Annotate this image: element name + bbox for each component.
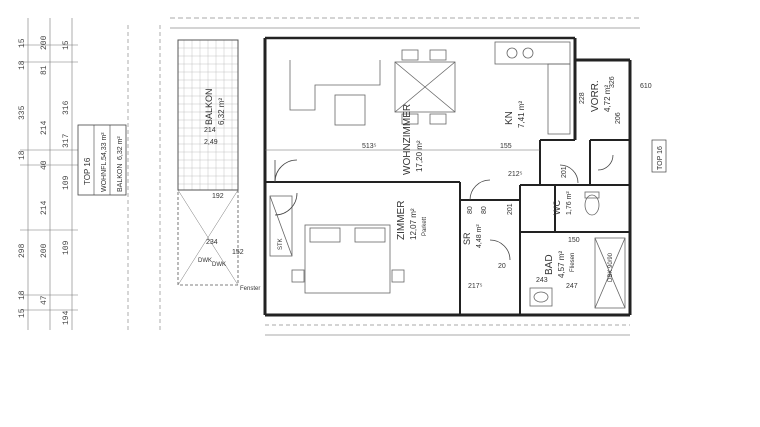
room-sr-area: 4,48 m² xyxy=(476,224,483,248)
scale-label: 109 xyxy=(62,175,71,190)
scale-label: 316 xyxy=(62,100,71,115)
dim-212: 212⁵ xyxy=(508,171,523,178)
scale-label: 214 xyxy=(40,200,49,215)
doors xyxy=(274,154,614,261)
top-border xyxy=(170,17,640,40)
balcony-name: BALKON xyxy=(204,88,214,125)
room-kueche-name: KN xyxy=(504,111,515,125)
scale-label: 18 xyxy=(18,290,27,300)
room-sr-name: SR xyxy=(462,232,472,245)
room-bad-floor: Fliesen xyxy=(570,253,576,272)
room-labels: WOHNZIMMER 17,20 m² ZIMMER 12,07 m² Park… xyxy=(396,80,612,278)
room-bad-name: BAD xyxy=(544,254,555,275)
balcony: BALKON 6,32 m² 214 2,49 192 234 152 DWK … xyxy=(177,39,244,286)
scale-label: 18 xyxy=(18,60,27,70)
summary-balkon-label: BALKON xyxy=(117,164,124,192)
scale-label: 200 xyxy=(40,243,49,258)
dim-228: 228 xyxy=(579,92,586,104)
dim-247: 247 xyxy=(566,283,578,290)
scale-label: 15 xyxy=(62,40,71,50)
summary-balkon: 6,32 m² xyxy=(117,136,124,160)
scale-label: 335 xyxy=(18,105,27,120)
room-zimmer-floor: Parkett xyxy=(422,217,428,236)
interior-walls xyxy=(265,139,630,315)
dim-249: 2,49 xyxy=(204,139,218,146)
room-wc-name: WC xyxy=(552,200,562,215)
note-stk: STK xyxy=(278,238,284,250)
room-wohnzimmer-area: 17,20 m² xyxy=(415,140,424,172)
scale-label: 18 xyxy=(18,150,27,160)
room-vorraum-area: 4,72 m² xyxy=(603,85,612,112)
room-bad-area: 4,57 m² xyxy=(557,251,566,278)
scale-label: 15 xyxy=(18,38,27,48)
dim-152: 152 xyxy=(232,249,244,256)
dim-192: 192 xyxy=(212,193,224,200)
scale-label: 109 xyxy=(62,240,71,255)
room-zimmer-area: 12,07 m² xyxy=(409,208,418,240)
scale-label: 317 xyxy=(62,133,71,148)
note-dusche: DBK 90/90 xyxy=(608,252,614,282)
left-dimension-strip xyxy=(20,18,161,330)
dim-201a: 201 xyxy=(507,203,514,215)
dim-217: 217⁵ xyxy=(468,283,483,290)
dim-80b: 80 xyxy=(481,206,488,214)
notes: DBK 90/90 Fenster STK TOP 16 xyxy=(240,139,667,292)
top-right-tag: TOP 16 xyxy=(657,146,664,170)
dim-243: 243 xyxy=(536,277,548,284)
room-vorraum-name: VORR. xyxy=(590,80,601,112)
balcony-area: 6,32 m² xyxy=(217,98,226,125)
outer-walls xyxy=(263,38,632,317)
dim-155: 155 xyxy=(500,143,512,150)
dimension-labels: 513⁵ 155 212⁵ 217⁵ 201 201 80 80 20 150 … xyxy=(265,76,652,290)
left-scale-labels: 15 18 335 18 298 18 15 200 81 214 40 214… xyxy=(18,35,71,325)
dim-234: 234 xyxy=(206,239,218,246)
area-summary: TOP 16 WOHNFL. 54,33 m² BALKON 6,32 m² xyxy=(77,124,127,196)
bottom-edge xyxy=(265,324,630,336)
furniture xyxy=(269,41,626,309)
summary-wohnfl-label: WOHNFL. xyxy=(101,160,108,192)
room-wohnzimmer-name: WOHNZIMMER xyxy=(402,104,413,175)
dim-214: 214 xyxy=(204,127,216,134)
note-fenster: Fenster xyxy=(240,286,260,292)
dim-326: 326 xyxy=(609,76,616,88)
dim-150: 150 xyxy=(568,237,580,244)
summary-wohnfl: 54,33 m² xyxy=(101,132,108,160)
scale-label: 200 xyxy=(40,35,49,50)
dim-201b: 201 xyxy=(561,166,568,178)
room-zimmer-name: ZIMMER xyxy=(396,201,407,240)
scale-label: 214 xyxy=(40,120,49,135)
scale-label: 15 xyxy=(18,308,27,318)
scale-label: 298 xyxy=(18,243,27,258)
note-dwk-2: DWK xyxy=(212,262,226,268)
dim-80a: 80 xyxy=(467,206,474,214)
dim-20: 20 xyxy=(498,263,506,270)
dim-513: 513⁵ xyxy=(362,143,377,150)
note-dwk-1: DWK xyxy=(198,258,212,264)
scale-label: 47 xyxy=(40,295,49,305)
summary-top: TOP 16 xyxy=(83,157,92,185)
dim-610: 610 xyxy=(640,83,652,90)
room-wc-area: 1,76 m² xyxy=(566,191,573,215)
scale-label: 194 xyxy=(62,310,71,325)
scale-label: 81 xyxy=(40,65,49,75)
dim-206: 206 xyxy=(615,112,622,124)
room-kueche-area: 7,41 m² xyxy=(517,101,526,128)
scale-label: 40 xyxy=(40,160,49,170)
